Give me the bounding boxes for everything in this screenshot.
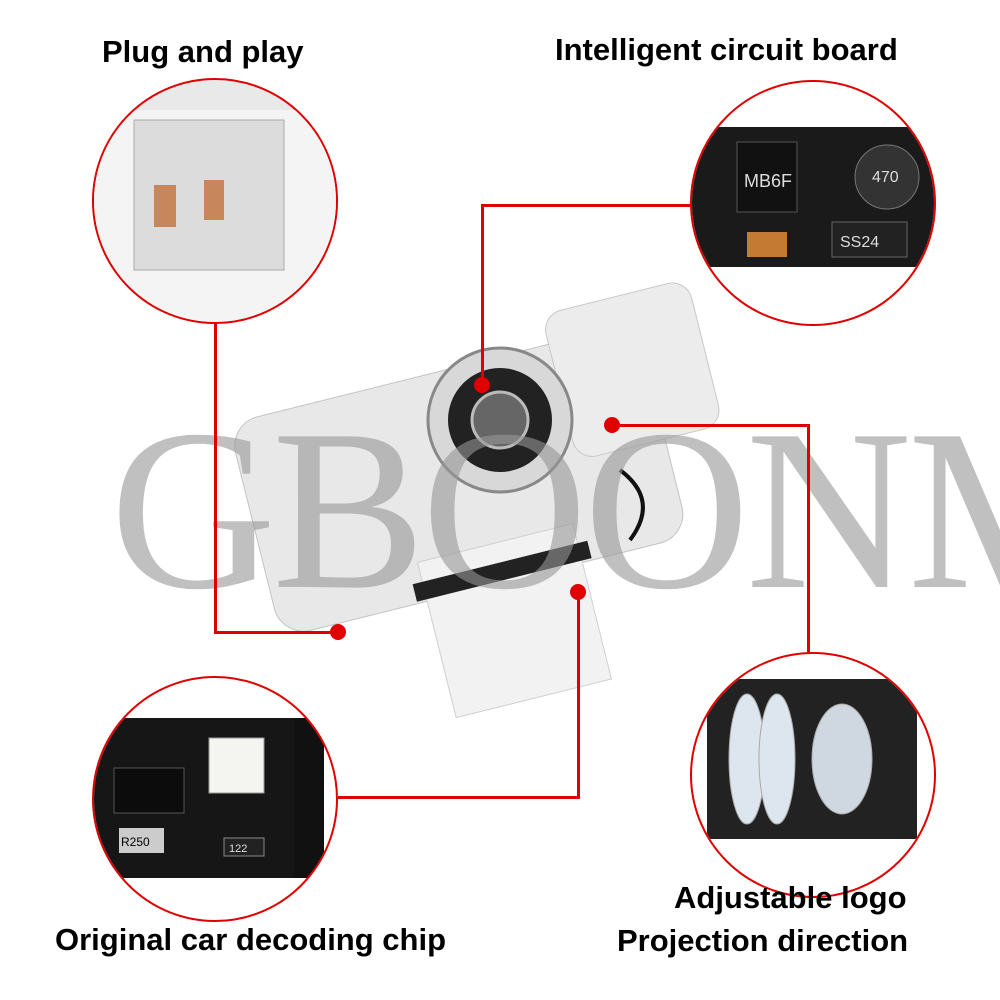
label-adjustable-logo: Adjustable logo [674,880,907,915]
callout-dot [330,624,346,640]
plug-detail-circle [92,78,338,324]
callout-dot [570,584,586,600]
label-circuit-board: Intelligent circuit board [555,32,898,67]
connector-line [481,204,484,384]
label-projection-direction: Projection direction [617,923,909,958]
diode-marking: SS24 [840,234,879,251]
connector-line [577,592,580,798]
bridge-marking: MB6F [744,171,792,191]
resistor1-marking: R250 [121,835,150,849]
label-decoding-chip: Original car decoding chip [55,922,447,957]
label-plug-and-play: Plug and play [102,34,304,69]
connector-line [214,631,340,634]
resistor2-marking: 122 [229,843,247,855]
connector-line [338,796,580,799]
callout-dot [474,377,490,393]
inductor-marking: 470 [872,169,899,186]
connector-line [481,204,691,207]
connector-line [612,424,809,427]
circuit-board-circle: MB6F 470 SS24 [690,80,936,326]
connector-line [214,322,217,634]
connector-line [807,424,810,654]
decoding-chip-circle: R250 122 [92,676,338,922]
lens-assembly-circle [690,652,936,898]
callout-dot [604,417,620,433]
